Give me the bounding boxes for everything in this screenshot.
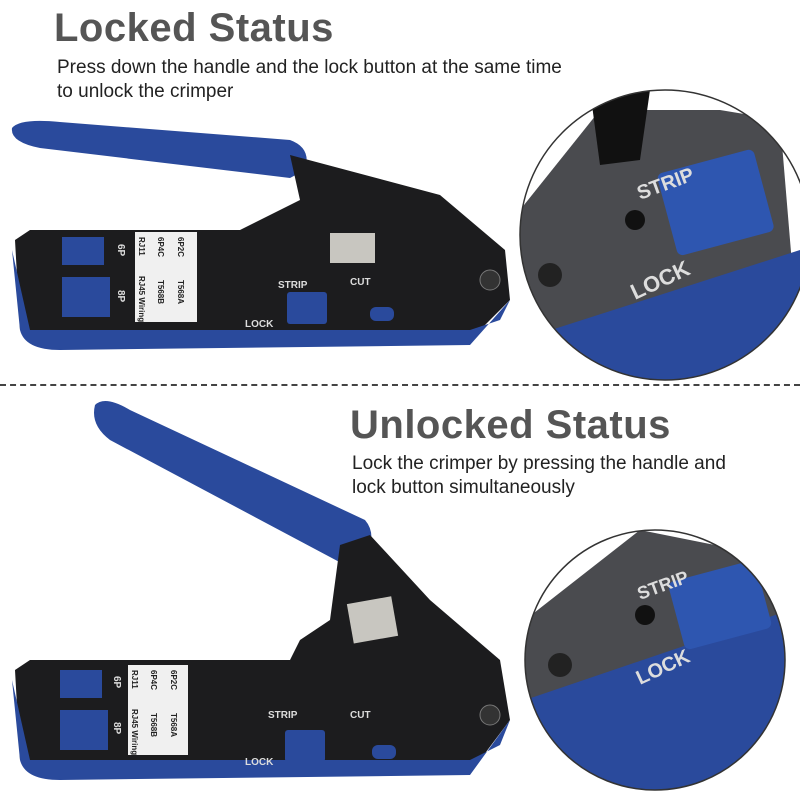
handle-grip bbox=[94, 401, 372, 565]
crimper-locked: RJ11 6P4C 6P2C RJ45 Wiring T568B T568A 6… bbox=[11, 120, 510, 350]
wiring-chart bbox=[128, 665, 188, 755]
t568b-label: T568B bbox=[156, 280, 165, 304]
6p4c-label: 6P4C bbox=[156, 237, 165, 257]
lock-button bbox=[285, 730, 325, 762]
locked-desc-line2: to unlock the crimper bbox=[57, 81, 234, 102]
bottom-rail bbox=[12, 680, 510, 780]
strip-label: STRIP bbox=[278, 280, 308, 291]
8p-port-label: 8P bbox=[115, 290, 126, 303]
t568a-label: T568A bbox=[169, 713, 178, 737]
8p-port-label: 8P bbox=[111, 722, 122, 735]
6p-port-label: 6P bbox=[111, 676, 122, 689]
rj11-label: RJ11 bbox=[137, 237, 146, 256]
rj45-wiring-label: RJ45 Wiring bbox=[137, 276, 146, 322]
strip-button bbox=[370, 307, 394, 321]
strip-button bbox=[372, 745, 396, 759]
locked-desc-line1: Press down the handle and the lock butto… bbox=[57, 57, 562, 78]
6p2c-label: 6P2C bbox=[176, 237, 185, 257]
blade bbox=[330, 233, 375, 263]
wiring-chart bbox=[135, 232, 197, 322]
6p2c-label: 6P2C bbox=[169, 670, 178, 690]
lock-label: LOCK bbox=[245, 757, 274, 768]
strip-label: STRIP bbox=[268, 710, 298, 721]
cut-label: CUT bbox=[350, 710, 371, 721]
6p-port-label: 6P bbox=[115, 244, 126, 257]
locked-status-title: Locked Status bbox=[54, 6, 334, 50]
t568b-label: T568B bbox=[149, 713, 158, 737]
lock-button bbox=[287, 292, 327, 324]
6p4c-label: 6P4C bbox=[149, 670, 158, 690]
locked-status-description: Press down the handle and the lock butto… bbox=[57, 56, 562, 104]
bottom-rail bbox=[12, 250, 510, 350]
zoom-detail-unlocked: STRIP LOCK bbox=[525, 530, 785, 790]
unlocked-desc-line1: Lock the crimper by pressing the handle … bbox=[352, 453, 726, 474]
rj45-wiring-label: RJ45 Wiring bbox=[130, 709, 139, 755]
unlocked-status-title: Unlocked Status bbox=[350, 403, 671, 447]
rj11-label: RJ11 bbox=[130, 670, 139, 689]
cut-label: CUT bbox=[350, 277, 371, 288]
t568a-label: T568A bbox=[176, 280, 185, 304]
zoom-detail-locked: STRIP LOCK bbox=[520, 90, 800, 380]
lock-label: LOCK bbox=[245, 319, 274, 330]
unlocked-status-description: Lock the crimper by pressing the handle … bbox=[352, 452, 726, 500]
crimper-unlocked: RJ11 6P4C 6P2C RJ45 Wiring T568B T568A 6… bbox=[12, 401, 510, 780]
blade bbox=[346, 596, 399, 644]
handle-grip bbox=[11, 120, 307, 178]
unlocked-desc-line2: lock button simultaneously bbox=[352, 477, 575, 498]
dashed-divider bbox=[0, 384, 800, 386]
